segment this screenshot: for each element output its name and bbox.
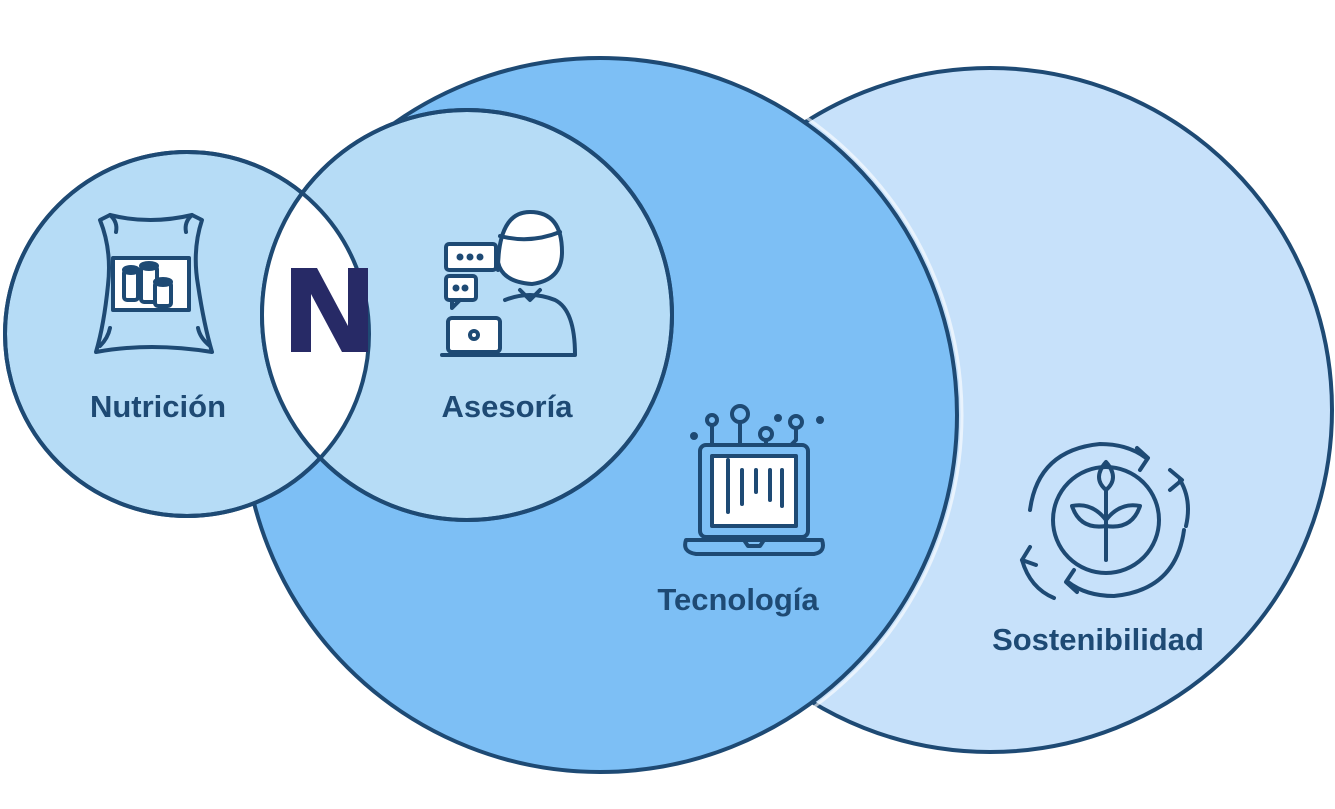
recycle-plant-icon [1020,442,1190,600]
asesoria-outline [260,108,674,522]
center-logo [291,268,368,352]
nutricion-label: Nutrición [90,389,226,424]
tecnologia-label: Tecnología [657,582,819,617]
feed-sack-icon [94,213,214,354]
nutricion-outline [3,150,371,518]
sostenibilidad-label: Sostenibilidad [992,622,1204,657]
advisor-laptop-icon [440,210,577,357]
asesoria-label: Asesoría [442,389,574,424]
circuit-laptop-icon [683,404,825,556]
